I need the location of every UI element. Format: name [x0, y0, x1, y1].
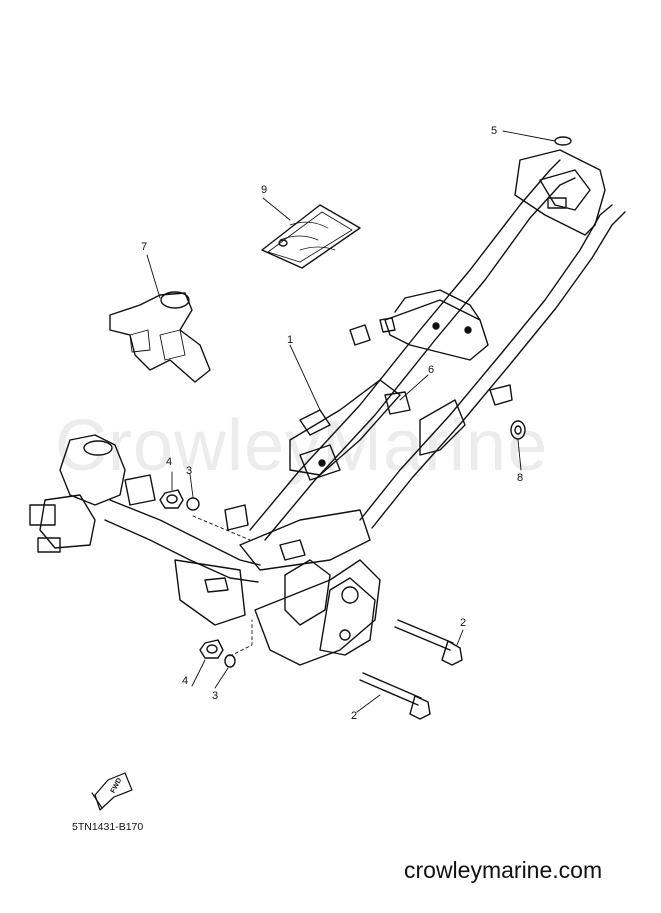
- main-frame: [29, 149, 626, 666]
- callout-9: 9: [261, 184, 268, 196]
- callout-5: 5: [491, 125, 498, 137]
- callout-8: 8: [517, 472, 524, 484]
- callout-4-lower: 4: [182, 675, 189, 687]
- part-3-washer-lower: [224, 654, 236, 668]
- callout-2-lower: 2: [351, 710, 358, 722]
- part-3-washer-upper: [186, 497, 200, 511]
- part-6-plate: [384, 391, 411, 415]
- callout-7: 7: [141, 241, 148, 253]
- part-2-bolt-lower: [359, 672, 431, 720]
- part-2-bolt-upper: [394, 619, 463, 666]
- callout-3-upper: 3: [186, 465, 193, 477]
- callout-2-upper: 2: [460, 617, 467, 629]
- callout-1: 1: [287, 334, 294, 346]
- part-8-grommet: [510, 420, 526, 440]
- site-footer: crowleymarine.com: [404, 857, 603, 883]
- part-9-pad: [261, 204, 361, 269]
- diagram-code: 5TN1431-B170: [72, 821, 144, 833]
- leader-lines: [146, 130, 556, 713]
- fwd-arrow-icon: [91, 772, 133, 811]
- callout-3-lower: 3: [212, 690, 219, 702]
- part-4-nut-lower: [199, 639, 224, 659]
- part-7-bracket: [109, 291, 211, 383]
- callout-4-upper: 4: [166, 456, 173, 468]
- callout-6: 6: [428, 364, 435, 376]
- part-5-cap: [554, 136, 572, 146]
- part-4-nut-upper: [159, 489, 184, 509]
